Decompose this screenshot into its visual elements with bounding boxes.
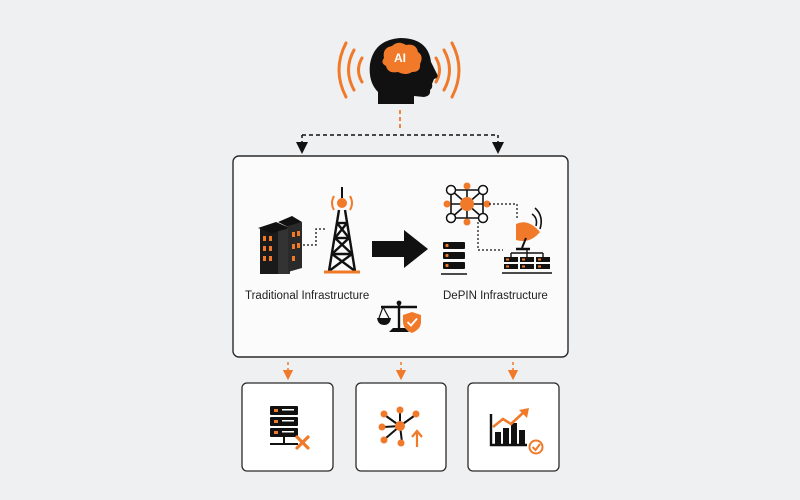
server-stack-icon bbox=[441, 242, 552, 275]
card-server-error bbox=[241, 382, 334, 472]
head-connector bbox=[296, 110, 504, 154]
server-towers-icon bbox=[258, 216, 302, 274]
ai-badge-label: AI bbox=[394, 51, 406, 65]
balance-scale-icon bbox=[377, 300, 421, 333]
mesh-links bbox=[477, 203, 518, 251]
satellite-dish-icon bbox=[516, 207, 542, 251]
ai-head-icon bbox=[337, 38, 461, 104]
growth-chart-icon bbox=[489, 408, 544, 455]
arrow-right-icon bbox=[372, 230, 428, 268]
network-growth-icon bbox=[378, 406, 423, 447]
depin-infrastructure-label: DePIN Infrastructure bbox=[443, 290, 548, 302]
network-mesh-icon bbox=[443, 182, 491, 226]
cell-tower-icon bbox=[324, 187, 360, 274]
traditional-infrastructure-label: Traditional Infrastructure bbox=[245, 290, 370, 302]
server-error-icon bbox=[270, 406, 310, 450]
card-connectors bbox=[282, 362, 519, 381]
tower-link bbox=[303, 228, 326, 246]
